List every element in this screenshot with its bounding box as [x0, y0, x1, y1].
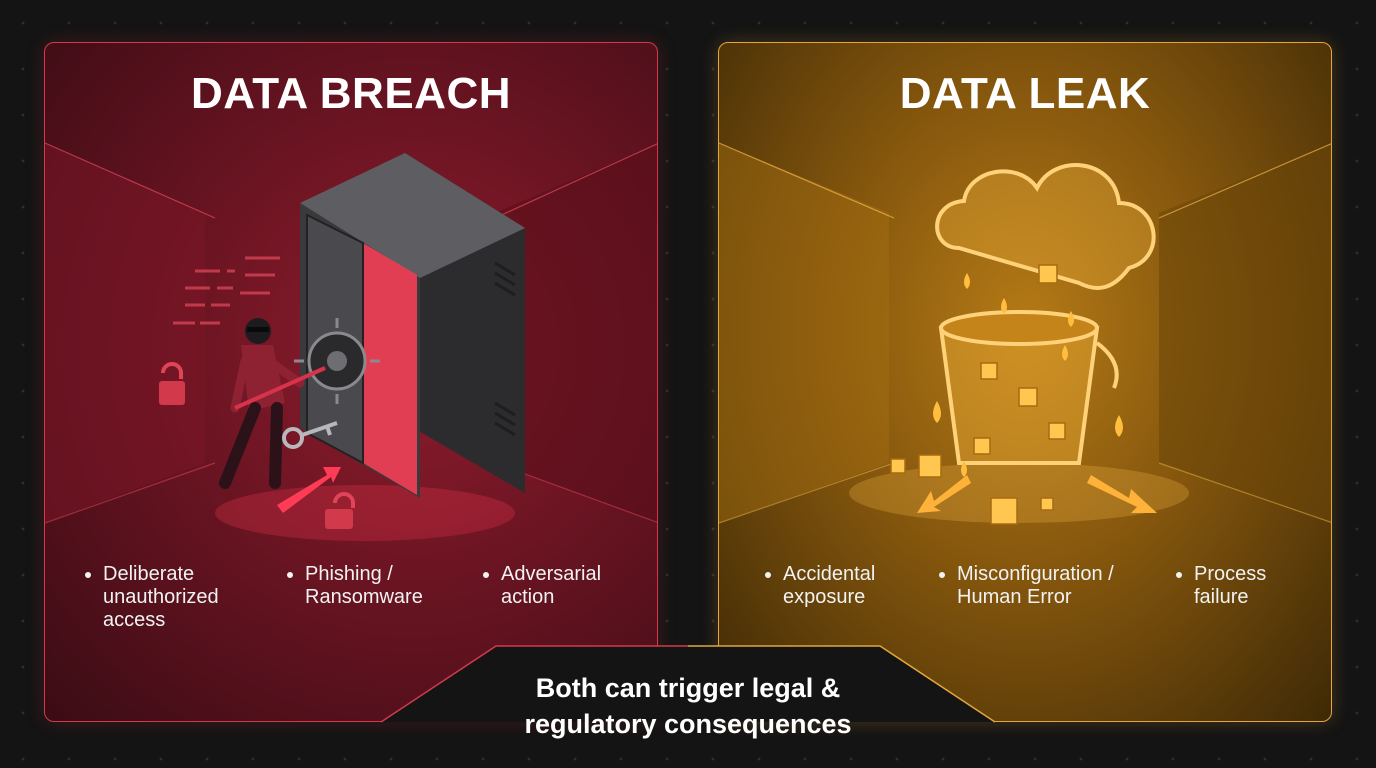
leak-bullet-item: Misconfiguration / Human Error	[937, 563, 1137, 609]
spill-arrow-left-icon	[917, 475, 971, 513]
leak-bullet-item: Process failure	[1174, 563, 1314, 609]
footer-consequence-text: Both can trigger legal & regulatory cons…	[524, 673, 852, 739]
open-padlock-icon	[159, 362, 185, 405]
droplet-icons	[933, 273, 1123, 477]
thief-figure-icon	[219, 318, 326, 489]
breach-room-backdrop	[45, 142, 657, 524]
leak-illustration	[849, 163, 1189, 525]
leak-title: DATA LEAK	[899, 69, 1151, 118]
key-icon	[282, 421, 338, 449]
spill-arrow-right-icon	[1087, 475, 1157, 513]
breach-bullet-list: Deliberate unauthorized access Phishing …	[45, 561, 657, 651]
leak-bullet-list: Accidental exposure Misconfiguration / H…	[719, 561, 1331, 651]
breach-bullet-item: Adversarial action	[481, 563, 651, 609]
data-cube-icons	[890, 264, 1066, 525]
breach-bullet-item: Phishing / Ransomware	[285, 563, 465, 609]
data-breach-panel: DATA BREACH	[44, 42, 658, 722]
data-leak-panel: DATA LEAK	[718, 42, 1332, 722]
cloud-icon	[935, 163, 1156, 290]
breach-bullet-item: Deliberate unauthorized access	[83, 563, 258, 632]
safe-icon	[294, 153, 525, 498]
breach-illustration	[159, 153, 525, 541]
floor-glow	[215, 485, 515, 541]
broken-padlock-icon	[325, 492, 355, 529]
leak-bullet-item: Accidental exposure	[763, 563, 913, 609]
intrusion-arrow-icon	[277, 467, 341, 513]
breach-title: DATA BREACH	[191, 69, 511, 118]
code-lines-decoration	[173, 256, 280, 325]
leak-room-backdrop	[719, 142, 1331, 524]
